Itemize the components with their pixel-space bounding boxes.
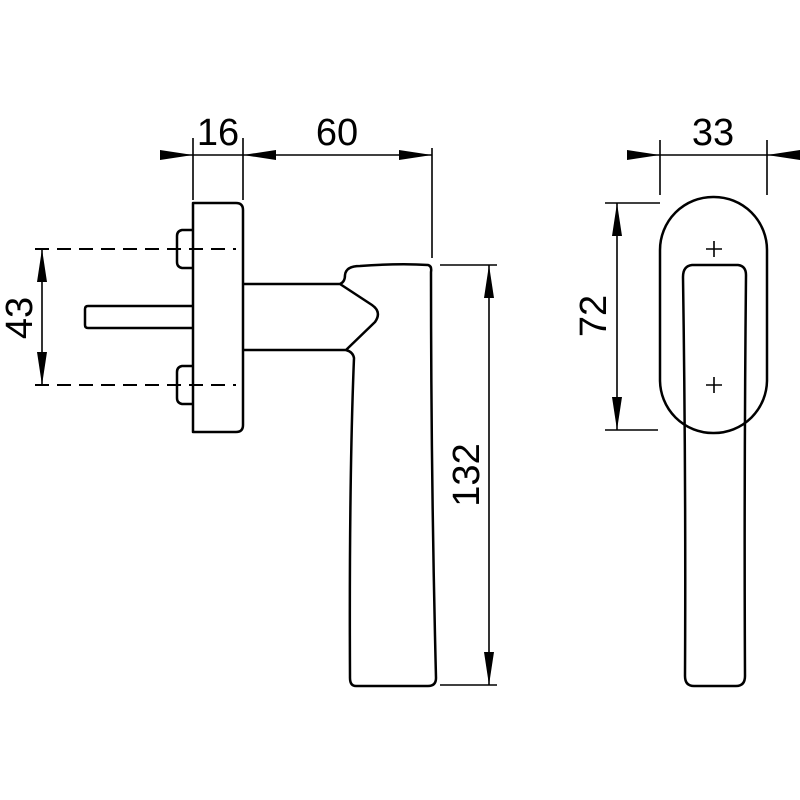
handle-grip-front [681,263,748,688]
screw-mark-bottom [706,377,722,393]
screw-mark-top [706,241,722,257]
dim-rosette-thickness: 16 [197,112,239,154]
rosette-side [191,201,245,434]
dim-bolt-spacing: 43 [0,297,41,339]
rosette-front [658,195,769,435]
dim-projection: 60 [316,112,358,154]
dim-handle-length: 132 [446,443,488,506]
spindle [83,304,193,330]
dimension-lines-side [37,138,497,686]
dimension-lines-front [605,140,800,431]
front-view [658,195,769,688]
handle-neck [243,282,380,352]
side-view [35,201,438,688]
dim-rosette-height: 72 [573,295,615,337]
handle-grip-side [339,262,438,688]
dim-rosette-width: 33 [692,112,734,154]
